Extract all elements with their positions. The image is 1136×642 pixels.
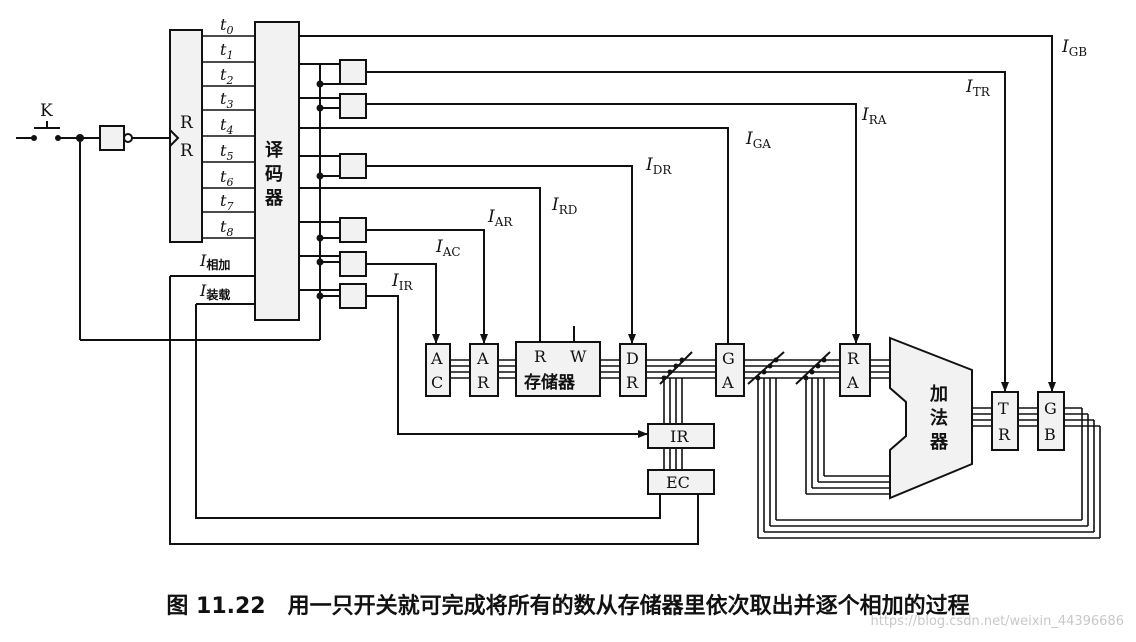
register-ra-label-2: A — [846, 373, 859, 392]
figure-title: 用一只开关就可完成将所有的数从存储器里依次取出并逐个相加的过程 — [287, 594, 970, 619]
bus-junctions — [316, 80, 324, 300]
timing-label-t5: t5 — [220, 141, 233, 163]
gate-ga: G A — [715, 343, 745, 397]
adder: 加 法 器 — [889, 336, 973, 500]
gate-ga-label-1: G — [722, 349, 735, 368]
figure-caption: 图 11.22 用一只开关就可完成将所有的数从存储器里依次取出并逐个相加的过程 — [0, 588, 1136, 620]
signal-labels: IGB ITR IRA IGA IDR IRD IAR IAC IIR — [391, 37, 1087, 293]
gate-gb-label-2: B — [1044, 425, 1056, 444]
signal-label-rd: IRD — [551, 195, 577, 217]
register-ar: A R — [469, 343, 499, 397]
memory-w-label: W — [570, 347, 587, 366]
adder-label-1: 加 — [929, 384, 948, 405]
inverter — [99, 125, 170, 151]
signal-label-ar: IAR — [487, 207, 513, 229]
timing-label-t3: t3 — [220, 89, 233, 111]
register-ir: IR — [647, 423, 715, 449]
signal-label-dr: IDR — [645, 155, 672, 177]
timing-label-t1: t1 — [220, 40, 233, 62]
register-rr-label-1: R — [180, 113, 194, 133]
watermark-text: https://blog.csdn.net/weixin_44396686 — [870, 614, 1124, 629]
arrowheads — [432, 334, 1056, 438]
signal-label-ir: IIR — [391, 271, 413, 293]
timing-label-t0: t0 — [220, 15, 233, 37]
counter-ec-label: EC — [666, 473, 690, 492]
signal-label-ra: IRA — [861, 105, 887, 127]
register-tr-label-2: R — [998, 425, 1011, 444]
timing-label-t8: t8 — [220, 217, 233, 239]
register-dr: D R — [619, 343, 647, 397]
register-ac: A C — [425, 343, 451, 397]
timing-label-t4: t4 — [220, 115, 233, 137]
switch-k: K — [16, 101, 100, 142]
control-wires — [169, 35, 1053, 545]
memory-block: R W 存储器 — [515, 341, 601, 397]
register-ra-label-1: R — [847, 349, 860, 368]
memory-r-label: R — [534, 347, 547, 366]
register-tr: T R — [991, 391, 1019, 451]
timing-labels: t0 t1 t2 t3 t4 t5 t6 t7 t8 — [220, 15, 233, 239]
gate-gb: G B — [1037, 391, 1065, 451]
data-bus — [450, 351, 1101, 539]
decoder-label-2: 码 — [265, 164, 283, 185]
register-dr-label-2: R — [626, 373, 639, 392]
and-gates — [339, 59, 367, 309]
register-ar-label-1: A — [476, 349, 489, 368]
memory-name: 存储器 — [524, 372, 576, 393]
register-dr-label-1: D — [626, 349, 639, 368]
gate-ga-label-2: A — [721, 373, 734, 392]
adder-label-2: 法 — [930, 407, 948, 429]
decoder-label-3: 器 — [264, 188, 284, 209]
figure-number: 图 11.22 — [166, 594, 266, 619]
timing-label-t6: t6 — [220, 167, 233, 189]
register-rr-label-2: R — [180, 141, 194, 161]
register-tr-label-1: T — [998, 399, 1009, 418]
gate-gb-label-1: G — [1044, 399, 1057, 418]
register-ac-label-1: A — [430, 349, 443, 368]
timing-label-t7: t7 — [220, 191, 233, 213]
signal-label-gb: IGB — [1061, 37, 1087, 59]
register-ac-label-2: C — [431, 373, 443, 392]
register-ar-label-2: R — [477, 373, 490, 392]
decoder: 译 码 器 — [254, 21, 300, 321]
decoder-label-1: 译 — [265, 140, 284, 161]
timing-lines — [202, 35, 255, 239]
input-label-add: I相加 — [199, 251, 230, 272]
signal-label-ac: IAC — [435, 237, 461, 259]
input-label-load: I装载 — [199, 281, 230, 302]
switch-label: K — [40, 101, 53, 121]
circuit-diagram: K R R t0 t1 t2 t3 t4 t5 t6 t7 t8 I — [16, 15, 1101, 545]
register-rr: R R — [169, 29, 203, 243]
register-ir-label: IR — [670, 427, 689, 446]
register-ra: R A — [839, 343, 871, 397]
signal-label-tr: ITR — [965, 77, 991, 99]
counter-ec: EC — [647, 469, 715, 495]
adder-label-3: 器 — [929, 432, 949, 453]
signal-label-ga: IGA — [745, 129, 771, 151]
input-labels: I相加 I装载 — [199, 251, 230, 302]
timing-label-t2: t2 — [220, 65, 233, 87]
